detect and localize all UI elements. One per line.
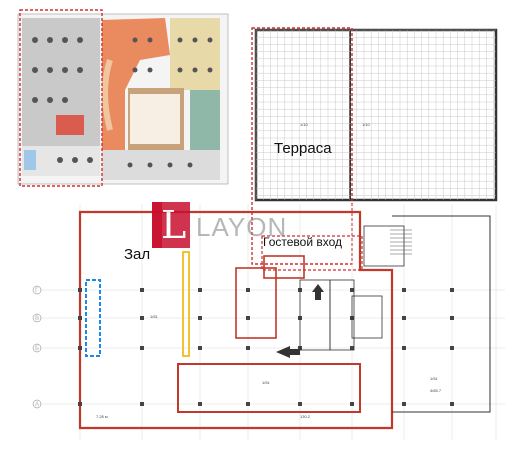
structural-column — [246, 346, 250, 350]
structural-column — [198, 346, 202, 350]
label-terrace: Терраса — [274, 140, 332, 157]
axis-row-marker — [32, 285, 42, 295]
svg-text:1/10: 1/10 — [362, 122, 371, 127]
structural-column — [198, 316, 202, 320]
terrace-grid: 1/10 1/10 — [251, 27, 498, 265]
svg-text:1/51: 1/51 — [430, 376, 439, 381]
structural-column — [78, 288, 82, 292]
axis-row-label: Г — [35, 288, 39, 294]
structural-column — [198, 402, 202, 406]
structural-column — [246, 288, 250, 292]
svg-text:1/10: 1/10 — [300, 122, 309, 127]
svg-text:130.2: 130.2 — [300, 414, 311, 419]
structural-column — [350, 402, 354, 406]
watermark-letter: L — [161, 203, 187, 247]
structural-column — [402, 288, 406, 292]
axis-row-marker — [32, 313, 42, 323]
svg-text:7.28 м: 7.28 м — [96, 414, 108, 419]
structural-column — [450, 316, 454, 320]
structural-column — [298, 402, 302, 406]
structural-column — [246, 316, 250, 320]
structural-column — [78, 402, 82, 406]
structural-column — [402, 402, 406, 406]
structural-column — [140, 346, 144, 350]
structural-column — [402, 346, 406, 350]
label-hall: Зал — [124, 246, 151, 263]
structural-column — [246, 402, 250, 406]
axis-row-label: А — [35, 402, 39, 408]
axis-row-marker — [32, 399, 42, 409]
structural-column — [78, 316, 82, 320]
structural-column — [450, 402, 454, 406]
structural-column — [140, 316, 144, 320]
watermark-logo-mark: L — [152, 202, 190, 248]
label-guest-entrance: Гостевой вход — [263, 235, 343, 249]
svg-text:1/51: 1/51 — [150, 314, 159, 319]
structural-column — [450, 288, 454, 292]
watermark-text: LAYON — [196, 212, 288, 242]
svg-text:4/65.7: 4/65.7 — [430, 388, 442, 393]
axis-row-label: В — [35, 316, 39, 322]
structural-column — [350, 346, 354, 350]
structural-column — [140, 288, 144, 292]
svg-text:1/51: 1/51 — [262, 380, 271, 385]
structural-column — [198, 288, 202, 292]
axis-row-marker — [32, 343, 42, 353]
reference-plan-thumbnail — [17, 9, 229, 187]
main-hall: 1/51 1/51 1/51 7.28 м 130.2 4/65.7 — [78, 210, 491, 430]
structural-column — [402, 316, 406, 320]
structural-column — [140, 402, 144, 406]
structural-column — [78, 346, 82, 350]
structural-column — [350, 288, 354, 292]
axis-row-label: Б — [35, 346, 39, 352]
structural-column — [450, 346, 454, 350]
